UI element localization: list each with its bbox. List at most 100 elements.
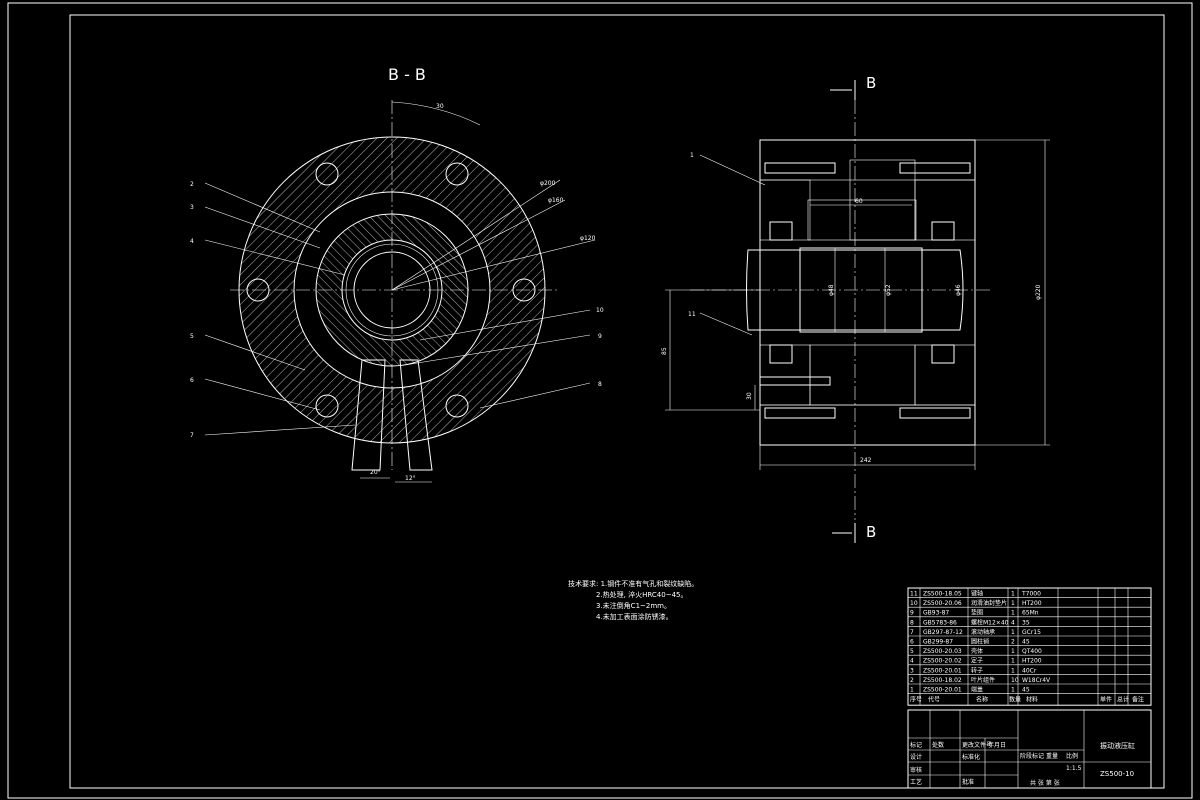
svg-text:更改文件号: 更改文件号: [962, 741, 992, 749]
svg-text:30: 30: [436, 103, 444, 110]
title-block: 标记 处数 更改文件号 年月日 设计 标准化 审核 工艺 批准 阶段标记 重量 …: [907, 709, 1152, 789]
parts-header-w2: 总计: [1117, 696, 1129, 704]
parts-cell-name: 定子: [971, 657, 983, 665]
parts-header-qty: 数量: [1009, 696, 1021, 704]
technical-notes: 技术要求: 1.钢件不准有气孔和裂纹缺陷。 2.热处理, 淬火HRC40~45。…: [568, 579, 698, 621]
parts-cell-no: 2: [910, 677, 914, 684]
parts-cell-no: 5: [910, 648, 914, 655]
parts-cell-code: GB5783-86: [923, 619, 957, 626]
svg-text:20°: 20°: [370, 469, 381, 476]
svg-text:处数: 处数: [932, 741, 944, 749]
drawing-title: 振动液压缸: [1100, 741, 1135, 750]
parts-cell-name: 垫圈: [971, 609, 983, 617]
leader-label: 3: [190, 204, 194, 211]
parts-cell-qty: 1: [1011, 687, 1015, 694]
parts-cell-code: ZS500-18.05: [923, 591, 962, 598]
parts-cell-no: 1: [910, 687, 914, 694]
note-line: 3.未注倒角C1~2mm。: [596, 601, 671, 610]
section-marker-bottom: B: [866, 523, 876, 541]
leader-label: 5: [190, 333, 194, 340]
bolt-hole: [315, 394, 339, 418]
parts-cell-code: GB93-87: [923, 610, 949, 617]
parts-cell-qty: 4: [1011, 619, 1015, 626]
parts-header-mat: 材料: [1026, 696, 1038, 704]
sheets-label: 共 张 第 张: [1030, 779, 1060, 787]
parts-cell-code: ZS500-20.03: [923, 648, 962, 655]
svg-text:φ46: φ46: [955, 284, 962, 296]
leader-label: 1: [690, 152, 694, 159]
parts-cell-qty: 10: [1011, 677, 1019, 684]
leader-label: 6: [190, 377, 194, 384]
parts-cell-mat: QT400: [1022, 648, 1042, 655]
side-section-view: B B: [661, 74, 1050, 543]
parts-cell-name: 端盖: [971, 686, 983, 694]
inner-border: [69, 14, 1165, 789]
parts-cell-mat: 35: [1022, 619, 1030, 626]
parts-cell-no: 10: [910, 600, 918, 607]
stage-label: 阶段标记: [1020, 752, 1044, 760]
parts-cell-qty: 1: [1011, 648, 1015, 655]
note-line: 4.未加工表面涂防锈漆。: [596, 612, 673, 621]
parts-header-no: 序号: [910, 696, 922, 704]
parts-cell-name: 键轴: [971, 590, 983, 598]
parts-cell-mat: 65Mn: [1022, 610, 1039, 617]
svg-text:85: 85: [661, 347, 668, 355]
parts-cell-name: 润滑油封垫片: [971, 599, 1007, 607]
svg-text:φ52: φ52: [885, 284, 892, 296]
parts-header-note: 备注: [1132, 696, 1144, 704]
svg-text:242: 242: [860, 457, 872, 464]
process-label: 工艺: [910, 778, 922, 786]
check-label: 审核: [910, 766, 922, 774]
parts-cell-no: 7: [910, 629, 914, 636]
section-marker-top: B: [866, 74, 876, 92]
parts-cell-mat: T7000: [1021, 591, 1041, 598]
bolt-hole: [445, 394, 469, 418]
standard-label: 标准化: [962, 753, 980, 761]
design-label: 设计: [910, 753, 922, 761]
parts-cell-no: 4: [910, 658, 914, 665]
parts-cell-code: ZS500-20.01: [923, 667, 962, 674]
parts-cell-code: ZS500-20.02: [923, 658, 962, 665]
approve-label: 批准: [962, 778, 974, 786]
parts-header-code: 代号: [928, 696, 940, 704]
parts-cell-no: 6: [910, 639, 914, 646]
parts-cell-name: 壳体: [971, 647, 983, 655]
parts-cell-mat: 45: [1022, 687, 1030, 694]
parts-cell-mat: 45: [1022, 639, 1030, 646]
parts-cell-qty: 2: [1011, 639, 1015, 646]
parts-cell-mat: W18Cr4V: [1022, 677, 1051, 684]
svg-text:60: 60: [855, 198, 863, 205]
drawing-number: ZS500-10: [1100, 770, 1134, 778]
parts-cell-qty: 1: [1011, 667, 1015, 674]
leader-label: 10: [596, 307, 604, 314]
parts-cell-no: 8: [910, 619, 914, 626]
note-line: 2.热处理, 淬火HRC40~45。: [596, 590, 687, 599]
svg-text:φ48: φ48: [828, 284, 835, 296]
ratio-label: 比例: [1066, 752, 1078, 760]
parts-cell-qty: 1: [1011, 600, 1015, 607]
bolt-hole: [445, 162, 469, 186]
parts-cell-name: 叶片组件: [971, 676, 995, 684]
parts-cell-name: 螺栓M12×40: [971, 618, 1009, 626]
svg-text:年月日: 年月日: [988, 741, 1006, 749]
parts-cell-mat: GCr15: [1022, 629, 1041, 636]
parts-cell-code: GB297-87-12: [923, 629, 963, 636]
parts-cell-code: GB299-87: [923, 639, 953, 646]
svg-text:12°: 12°: [405, 475, 416, 482]
note-line: 技术要求: 1.钢件不准有气孔和裂纹缺陷。: [568, 579, 698, 588]
parts-cell-no: 3: [910, 667, 914, 674]
svg-text:φ200: φ200: [540, 180, 556, 187]
parts-cell-name: 转子: [971, 666, 983, 674]
parts-cell-qty: 1: [1011, 658, 1015, 665]
parts-cell-mat: 40Cr: [1022, 667, 1037, 674]
section-title: B - B: [388, 65, 426, 84]
outer-border: [7, 2, 1193, 799]
leader-label: 11: [688, 311, 696, 318]
parts-cell-no: 9: [910, 610, 914, 617]
parts-cell-qty: 1: [1011, 591, 1015, 598]
leader-label: 2: [190, 181, 194, 188]
leader-label: 8: [598, 381, 602, 388]
parts-header-name: 名称: [976, 696, 988, 704]
